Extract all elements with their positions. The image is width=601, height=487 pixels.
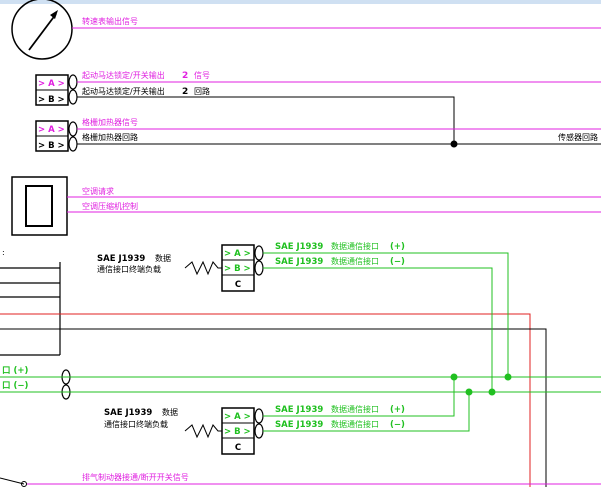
gauge-needle-tip-icon (50, 10, 58, 19)
ac-module-inner (25, 185, 53, 227)
grid-heater-terminal-a-icon (68, 121, 78, 137)
starter-signal-label: 起动马达锁定/开关输出 (82, 70, 165, 80)
term-b-resistor-icon (184, 416, 223, 439)
term-a-can-low-sae: SAE J1939 (275, 257, 323, 267)
term-a-pin-b: > B > (224, 264, 251, 274)
starter-terminal-b-icon (68, 89, 78, 105)
term-b-can-high-sign: (+) (390, 405, 405, 415)
ac-compressor-label: 空调压缩机控制 (82, 201, 138, 211)
grid-heater-connector: > A > > B > (35, 120, 78, 152)
term-b-terminal-b-icon (254, 423, 264, 439)
gauge-dial-icon (11, 0, 73, 60)
term-a-sae-label: SAE J1939 (97, 254, 145, 264)
starter-pin-b: > B > (38, 95, 65, 105)
starter-loop-wire (77, 96, 455, 144)
grid-heater-terminal-b-icon (68, 136, 78, 152)
term-a-can-high-wire (263, 252, 509, 377)
exhaust-brake-label: 排气制动器接通/断开开关信号 (82, 472, 189, 482)
term-a-connector: > A > > B > C (221, 244, 264, 292)
starter-pin-a: > A > (38, 79, 65, 89)
grid-heater-signal-label: 格栅加热器信号 (82, 117, 138, 127)
term-a-can-high-iface: 数据通信接口 (331, 241, 379, 251)
term-b-can-low-sae: SAE J1939 (275, 420, 323, 430)
starter-signal-suffix: 信号 (194, 70, 210, 80)
term-a-terminal-b-icon (254, 260, 264, 276)
left-can-low-label: 口 (−) (2, 381, 28, 391)
can-junction-a-low (488, 388, 496, 396)
sensor-loop-junction (450, 140, 458, 148)
term-b-load-label: 通信接口终端负载 (104, 419, 168, 429)
term-b-connector-body (221, 407, 255, 455)
tachometer-gauge (11, 0, 73, 60)
term-a-data-label: 数据 (155, 253, 171, 263)
gauge-needle-icon (28, 13, 57, 51)
term-a-load-label: 通信接口终端负载 (97, 264, 161, 274)
grid-heater-loop-label: 格栅加热器回路 (82, 132, 138, 142)
grid-heater-pin-b: > B > (38, 141, 65, 151)
term-b-can-low-sign: (−) (390, 420, 405, 430)
term-a-can-low-sign: (−) (390, 257, 405, 267)
term-b-connector: > A > > B > C (221, 407, 264, 455)
tach-signal-label: 转速表输出信号 (82, 16, 138, 26)
term-a-can-low-iface: 数据通信接口 (331, 256, 379, 266)
ac-request-label: 空调请求 (82, 186, 114, 196)
starter-loop-num: 2 (182, 87, 188, 97)
term-a-can-high-sign: (+) (390, 242, 405, 252)
starter-loop-suffix: 回路 (194, 86, 210, 96)
exhaust-switch-arm-icon (0, 477, 25, 485)
top-frame-bar (0, 0, 601, 4)
term-a-resistor-icon (184, 253, 223, 276)
term-b-terminal-a-icon (254, 408, 264, 424)
ground-wire-black (0, 328, 547, 487)
term-a-pin-c: C (235, 280, 241, 290)
term-a-connector-body (221, 244, 255, 292)
sensor-loop-label: 传感器回路 (558, 132, 598, 142)
left-can-high-label: 口 (+) (2, 366, 28, 376)
term-b-can-high-wire (263, 377, 455, 417)
term-a-pin-a: > A > (224, 249, 251, 259)
term-b-data-label: 数据 (162, 407, 178, 417)
ac-module (11, 176, 68, 236)
term-b-can-low-iface: 数据通信接口 (331, 419, 379, 429)
term-a-can-high-sae: SAE J1939 (275, 242, 323, 252)
grid-heater-pin-a: > A > (38, 125, 65, 135)
can-junction-a-high (504, 373, 512, 381)
starter-connector: > A > > B > (35, 74, 78, 106)
term-b-sae-label: SAE J1939 (104, 408, 152, 418)
starter-signal-num: 2 (182, 71, 188, 81)
term-a-can-low-wire (263, 267, 493, 392)
left-colon-mark: : (2, 248, 5, 257)
term-b-can-high-iface: 数据通信接口 (331, 404, 379, 414)
term-a-terminal-a-icon (254, 245, 264, 261)
starter-terminal-a-icon (68, 74, 78, 90)
term-b-can-low-wire (263, 392, 470, 432)
term-b-pin-c: C (235, 443, 241, 453)
term-b-pin-b: > B > (224, 427, 251, 437)
term-b-can-high-sae: SAE J1939 (275, 405, 323, 415)
power-wire-red (0, 313, 531, 487)
starter-loop-label: 起动马达锁定/开关输出 (82, 86, 165, 96)
term-b-pin-a: > A > (224, 412, 251, 422)
